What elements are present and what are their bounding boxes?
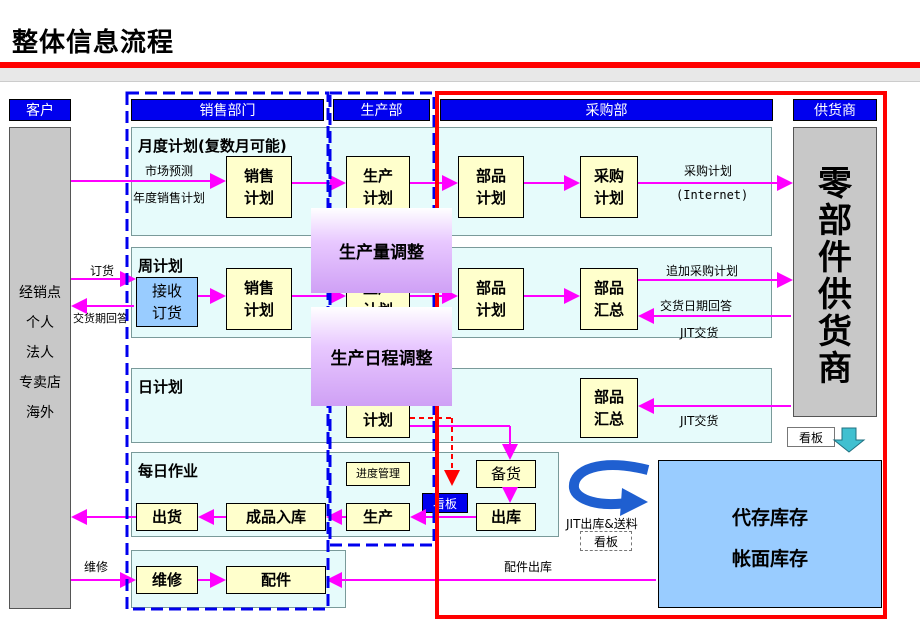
row-ops-title: 每日作业 (138, 462, 199, 480)
header-customer: 客户 (9, 99, 71, 121)
box-monthly-sales-plan[interactable]: 销售计划 (226, 156, 292, 218)
label-purchase-plan: 采购计划 (684, 164, 733, 178)
box-stock-prep[interactable]: 备货 (476, 460, 536, 488)
customer-individual: 个人 (26, 315, 54, 331)
box-monthly-parts-plan[interactable]: 部品计划 (458, 156, 524, 218)
customer-overseas: 海外 (26, 405, 54, 421)
box-monthly-prod-plan[interactable]: 生产计划 (346, 156, 410, 218)
customer-dealer: 经销点 (19, 285, 61, 301)
label-jit-delivery-daily: JIT交货 (680, 414, 719, 428)
box-receive-order[interactable]: 接收订货 (136, 277, 198, 327)
supplier-char-2: 部 (818, 201, 852, 241)
box-weekly-parts-sum[interactable]: 部品汇总 (580, 268, 638, 330)
box-weekly-parts-plan[interactable]: 部品计划 (458, 268, 524, 330)
row-monthly-title: 月度计划(复数月可能) (138, 137, 287, 155)
customer-panel: 经销点 个人 法人 专卖店 海外 (9, 127, 71, 609)
header-supplier: 供货商 (793, 99, 877, 121)
box-finished-goods-in[interactable]: 成品入库 (226, 503, 326, 531)
label-jit-delivery-weekly: JIT交货 (680, 326, 719, 340)
header-sales: 销售部门 (131, 99, 324, 121)
box-daily-parts-sum[interactable]: 部品汇总 (580, 378, 638, 438)
label-order: 订货 (90, 264, 115, 278)
box-parts[interactable]: 配件 (226, 566, 326, 594)
label-maintenance: 维修 (84, 560, 109, 574)
customer-corporate: 法人 (26, 345, 54, 361)
title-underline-red (0, 62, 920, 68)
box-repair[interactable]: 维修 (136, 566, 198, 594)
purchasing-frame (435, 91, 887, 619)
label-internet: (Internet) (676, 188, 749, 202)
header-production: 生产部 (333, 99, 430, 121)
page-title: 整体信息流程 (12, 28, 175, 58)
label-market-forecast: 市场预测 (145, 164, 194, 178)
down-arrow-icon (832, 427, 866, 453)
supplier-char-3: 件 (818, 238, 852, 278)
box-weekly-sales-plan[interactable]: 销售计划 (226, 268, 292, 330)
box-produce[interactable]: 生产 (346, 503, 410, 531)
row-weekly-title: 周计划 (138, 257, 184, 275)
customer-store: 专卖店 (19, 375, 61, 391)
kanban-jit: 看板 (580, 531, 632, 551)
supplier-panel: 零 部 件 供 货 商 (793, 127, 877, 417)
inventory-consignment: 代存库存 (731, 507, 808, 529)
supplier-char-1: 零 (818, 164, 852, 204)
kanban-supplier: 看板 (787, 427, 835, 447)
box-ship[interactable]: 出货 (136, 503, 198, 531)
jit-curve-arrow (569, 460, 650, 510)
sales-dept-frame (125, 91, 330, 611)
supplier-char-6: 商 (818, 349, 852, 389)
label-annual-sales-plan: 年度销售计划 (133, 191, 206, 205)
label-parts-out: 配件出库 (504, 560, 553, 574)
label-additional-purchase: 追加采购计划 (666, 264, 739, 278)
inventory-box: 代存库存 帐面库存 (658, 460, 882, 608)
box-monthly-purchase-plan[interactable]: 采购计划 (580, 156, 638, 218)
label-delivery-date-reply: 交货日期回答 (660, 299, 733, 313)
supplier-char-4: 供 (818, 275, 852, 315)
row-daily-title: 日计划 (138, 378, 184, 396)
box-progress-mgmt[interactable]: 进度管理 (346, 462, 410, 486)
title-underline-gray (0, 68, 920, 82)
supplier-char-5: 货 (818, 312, 852, 352)
label-delivery-reply: 交货期回答 (73, 312, 128, 325)
adjust-production-volume: 生产量调整 (311, 208, 452, 293)
box-out-warehouse[interactable]: 出库 (476, 503, 536, 531)
inventory-book: 帐面库存 (731, 548, 808, 570)
label-jit-out: JIT出库&送料 (566, 517, 638, 531)
adjust-production-schedule: 生产日程调整 (311, 307, 452, 406)
header-purchasing: 采购部 (440, 99, 773, 121)
